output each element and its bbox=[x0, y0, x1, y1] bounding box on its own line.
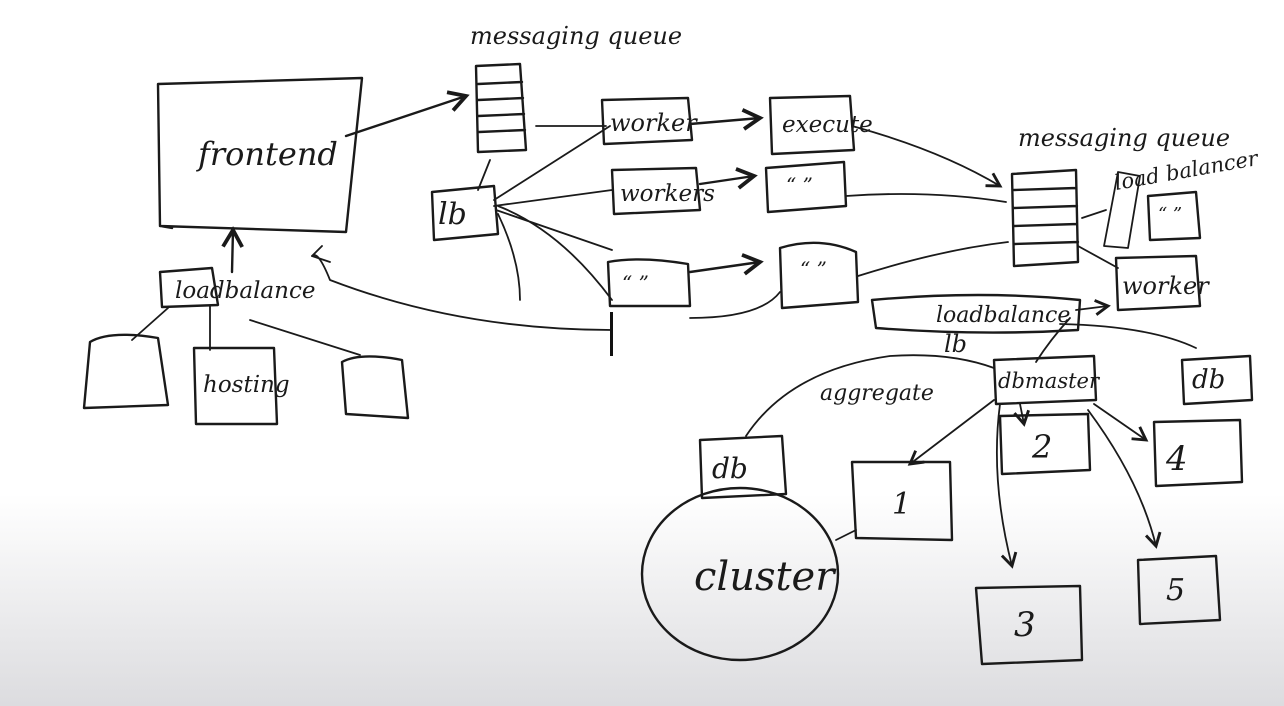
execute-label: execute bbox=[782, 112, 873, 138]
db-left-box bbox=[698, 434, 788, 500]
db-left-label: db bbox=[712, 452, 748, 485]
worker-box-3 bbox=[606, 258, 692, 308]
frontend-box bbox=[156, 76, 364, 234]
ditto-3-label: “ ” bbox=[622, 271, 649, 295]
execute-box-2 bbox=[764, 160, 848, 214]
workers-2-label: workers bbox=[620, 181, 715, 207]
line-dbleft-to-dbmaster bbox=[745, 354, 995, 437]
line-execute2-to-queue-right bbox=[845, 193, 1007, 203]
arrow-dbmaster-node3 bbox=[995, 403, 1018, 569]
line-execute-to-queue-right bbox=[851, 125, 1003, 188]
hosting-box bbox=[192, 346, 279, 426]
execute-box-3 bbox=[778, 241, 860, 310]
execute-box bbox=[768, 94, 856, 156]
worker-box-2 bbox=[610, 166, 702, 216]
node-4-label: 4 bbox=[1165, 439, 1188, 479]
arrow-queue-to-lb-right bbox=[1081, 209, 1107, 219]
ditto-2-label: “ ” bbox=[800, 257, 827, 281]
lb-small-box bbox=[430, 184, 500, 242]
worker-right-box bbox=[1114, 254, 1202, 312]
db-right-box bbox=[1180, 354, 1254, 406]
line-execute3-to-queue-right bbox=[857, 241, 1009, 277]
load-balance-mid-box bbox=[870, 293, 1082, 334]
load-balance-left-label: loadbalance bbox=[175, 278, 315, 304]
arrow-dbmaster-node5 bbox=[1087, 409, 1162, 549]
messaging-queue-top-label: messaging queue bbox=[470, 22, 682, 50]
frontend-label: frontend bbox=[196, 135, 338, 173]
ditto-right-box bbox=[1146, 190, 1202, 242]
ditto-right-label: “ ” bbox=[1158, 204, 1182, 225]
arrow-dbmaster-node2 bbox=[1013, 403, 1030, 427]
ditto-1-label: “ ” bbox=[786, 173, 813, 197]
arrow-frontend-to-queue bbox=[344, 90, 470, 138]
arrow-dbmaster-node4 bbox=[1093, 403, 1149, 442]
db-master-label: dbmaster bbox=[998, 369, 1101, 393]
messaging-queue-right-label: messaging queue bbox=[1018, 124, 1230, 152]
node-2-label: 2 bbox=[1031, 428, 1052, 466]
server-box-left bbox=[82, 333, 170, 410]
server-box-right bbox=[340, 355, 410, 420]
load-balancer-right-box bbox=[1103, 171, 1141, 249]
arrow-dbmaster-node1 bbox=[907, 399, 995, 466]
db-right-label: db bbox=[1192, 365, 1225, 395]
lines-lb-fanout bbox=[477, 125, 613, 301]
line-lb-mid-to-db-right bbox=[1059, 323, 1197, 349]
cluster-circle bbox=[640, 486, 840, 662]
load-balance-mid-label: loadbalance bbox=[936, 303, 1070, 328]
line-bottom-worker-to-execute3 bbox=[689, 291, 781, 319]
lb-mid-label: lb bbox=[944, 330, 967, 358]
worker-box-1 bbox=[600, 96, 694, 146]
arrow-worker3-execute bbox=[688, 253, 764, 276]
node-5-label: 5 bbox=[1166, 573, 1185, 608]
line-queue-to-worker-right bbox=[1077, 245, 1119, 269]
lb-small-label: lb bbox=[438, 197, 467, 232]
node-5-box bbox=[1136, 554, 1222, 626]
messaging-queue-right-stack bbox=[1010, 168, 1080, 268]
line-cluster-to-node1 bbox=[835, 529, 857, 541]
worker-1-label: worker bbox=[610, 109, 698, 137]
node-1-label: 1 bbox=[892, 487, 911, 522]
arrow-worker1-execute bbox=[688, 108, 764, 131]
arrow-worker2-execute bbox=[698, 167, 758, 190]
node-3-box bbox=[974, 584, 1084, 666]
node-2-box bbox=[998, 412, 1092, 476]
hosting-label: hosting bbox=[203, 372, 290, 398]
text-cursor-icon bbox=[610, 312, 613, 356]
arrow-head-return bbox=[311, 245, 331, 263]
load-balance-left-box bbox=[158, 266, 220, 309]
messaging-queue-top-stack bbox=[474, 62, 528, 154]
arrow-lb-to-frontend bbox=[221, 226, 244, 274]
db-master-box bbox=[992, 354, 1098, 406]
worker-right-label: worker bbox=[1122, 272, 1210, 300]
aggregate-label: aggregate bbox=[820, 381, 934, 406]
node-3-label: 3 bbox=[1014, 605, 1036, 645]
cluster-label: cluster bbox=[694, 554, 837, 600]
node-4-box bbox=[1152, 418, 1244, 488]
arrow-lb-mid-to-worker bbox=[1075, 299, 1111, 316]
